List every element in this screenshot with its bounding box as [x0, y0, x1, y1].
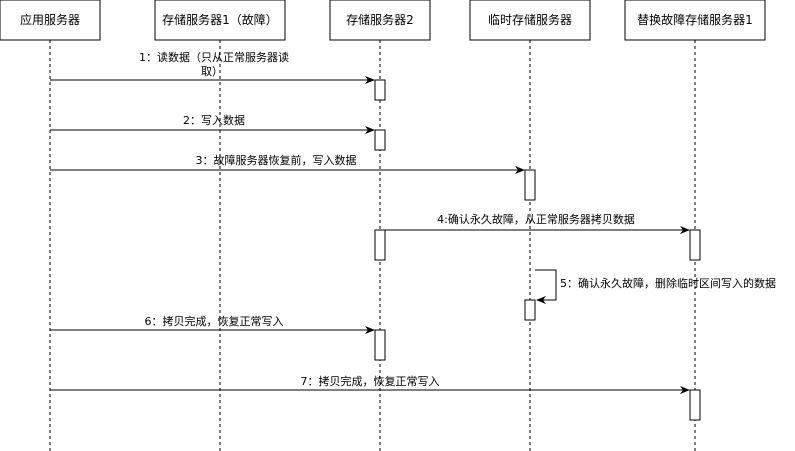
message-label: 2：写入数据: [183, 113, 245, 127]
activation-bar: [524, 299, 536, 321]
message-label: 5：确认永久故障，删除临时区间写入的数据: [560, 276, 776, 290]
message-3: 3：故障服务器恢复前，写入数据: [50, 153, 525, 174]
activation-bar: [374, 129, 386, 151]
participant-app: 应用服务器: [0, 0, 101, 41]
activation-bar: [374, 79, 386, 101]
activation-bar: [374, 229, 386, 261]
participant-rep: 替换故障存储服务器1: [624, 0, 766, 41]
message-label: 取）: [201, 65, 223, 78]
participant-label: 存储服务器2: [346, 12, 414, 27]
message-5: 5：确认永久故障，删除临时区间写入的数据: [535, 269, 776, 304]
participant-label: 存储服务器1（故障）: [162, 12, 278, 27]
participant-tmp: 临时存储服务器: [469, 0, 591, 41]
message-label: 6：拷贝完成，恢复正常写入: [145, 314, 284, 328]
message-label: 7：拷贝完成，恢复正常写入: [301, 374, 440, 388]
message-6: 6：拷贝完成，恢复正常写入: [50, 314, 375, 334]
activation-bar: [374, 329, 386, 361]
participant-label: 应用服务器: [20, 12, 80, 27]
message-label: 4:确认永久故障，从正常服务器拷贝数据: [437, 212, 635, 226]
activation-bar: [524, 169, 536, 201]
message-4: 4:确认永久故障，从正常服务器拷贝数据: [385, 212, 690, 234]
message-7: 7：拷贝完成，恢复正常写入: [50, 374, 690, 394]
message-1: 1：读数据（只从正常服务器读 取）: [50, 50, 375, 84]
message-label: 1：读数据（只从正常服务器读: [139, 50, 289, 64]
participant-s2: 存储服务器2: [329, 0, 431, 41]
activation-bar: [689, 389, 701, 421]
activation-bar: [689, 229, 701, 261]
participant-s1: 存储服务器1（故障）: [154, 0, 286, 41]
participant-label: 临时存储服务器: [488, 12, 572, 27]
message-label: 3：故障服务器恢复前，写入数据: [196, 153, 357, 167]
participant-label: 替换故障存储服务器1: [637, 12, 753, 27]
message-2: 2：写入数据: [50, 113, 375, 134]
